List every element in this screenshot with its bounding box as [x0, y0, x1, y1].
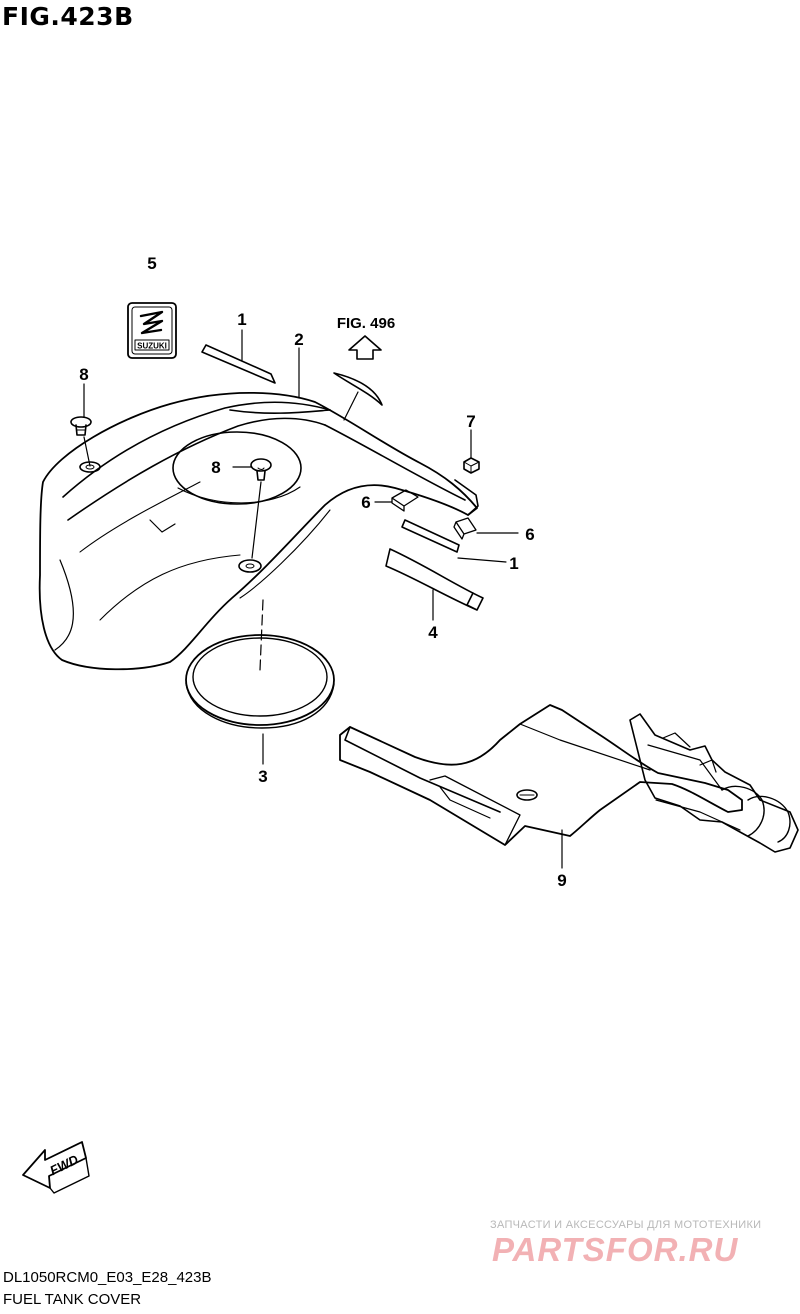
cushion-strip-lower	[401, 519, 460, 553]
callout-1-upper: 1	[237, 310, 246, 329]
diagram-code: DL1050RCM0_E03_E28_423B	[3, 1269, 212, 1286]
up-arrow-icon	[348, 335, 382, 360]
callout-8-left: 8	[79, 365, 88, 384]
callout-3: 3	[258, 767, 267, 786]
fuel-tank-cover	[38, 372, 479, 671]
seal-ring	[185, 634, 335, 729]
callout-6-left: 6	[361, 493, 370, 512]
screw-8-left	[70, 416, 92, 436]
pad-6-left	[391, 489, 419, 512]
callout-9: 9	[557, 871, 566, 890]
screw-7	[463, 457, 480, 474]
watermark-logo: PARTSFOR.RU	[492, 1231, 739, 1268]
bracket	[339, 704, 799, 853]
fig-reference-label: FIG. 496	[337, 315, 395, 332]
suzuki-emblem: SUZUKI	[127, 302, 177, 359]
screw-8-center	[250, 458, 272, 481]
callout-5: 5	[147, 254, 156, 273]
diagram-name: FUEL TANK COVER	[3, 1291, 142, 1308]
callout-7: 7	[466, 412, 475, 431]
watermark-tagline: ЗАПЧАСТИ И АКСЕССУАРЫ ДЛЯ МОТОТЕХНИКИ	[490, 1219, 762, 1231]
callout-8-center: 8	[211, 458, 220, 477]
leader-lines	[83, 329, 563, 869]
trim-strip	[385, 548, 484, 611]
figure-title: FIG.423B	[2, 2, 134, 31]
pad-6-right	[453, 517, 477, 540]
callout-4: 4	[428, 623, 438, 642]
forward-arrow-icon: FWD	[22, 1141, 90, 1194]
emblem-text: SUZUKI	[137, 342, 167, 351]
callout-6-right: 6	[525, 525, 534, 544]
cushion-strip-upper	[201, 344, 276, 384]
callout-2: 2	[294, 330, 303, 349]
callout-1-lower: 1	[509, 554, 518, 573]
